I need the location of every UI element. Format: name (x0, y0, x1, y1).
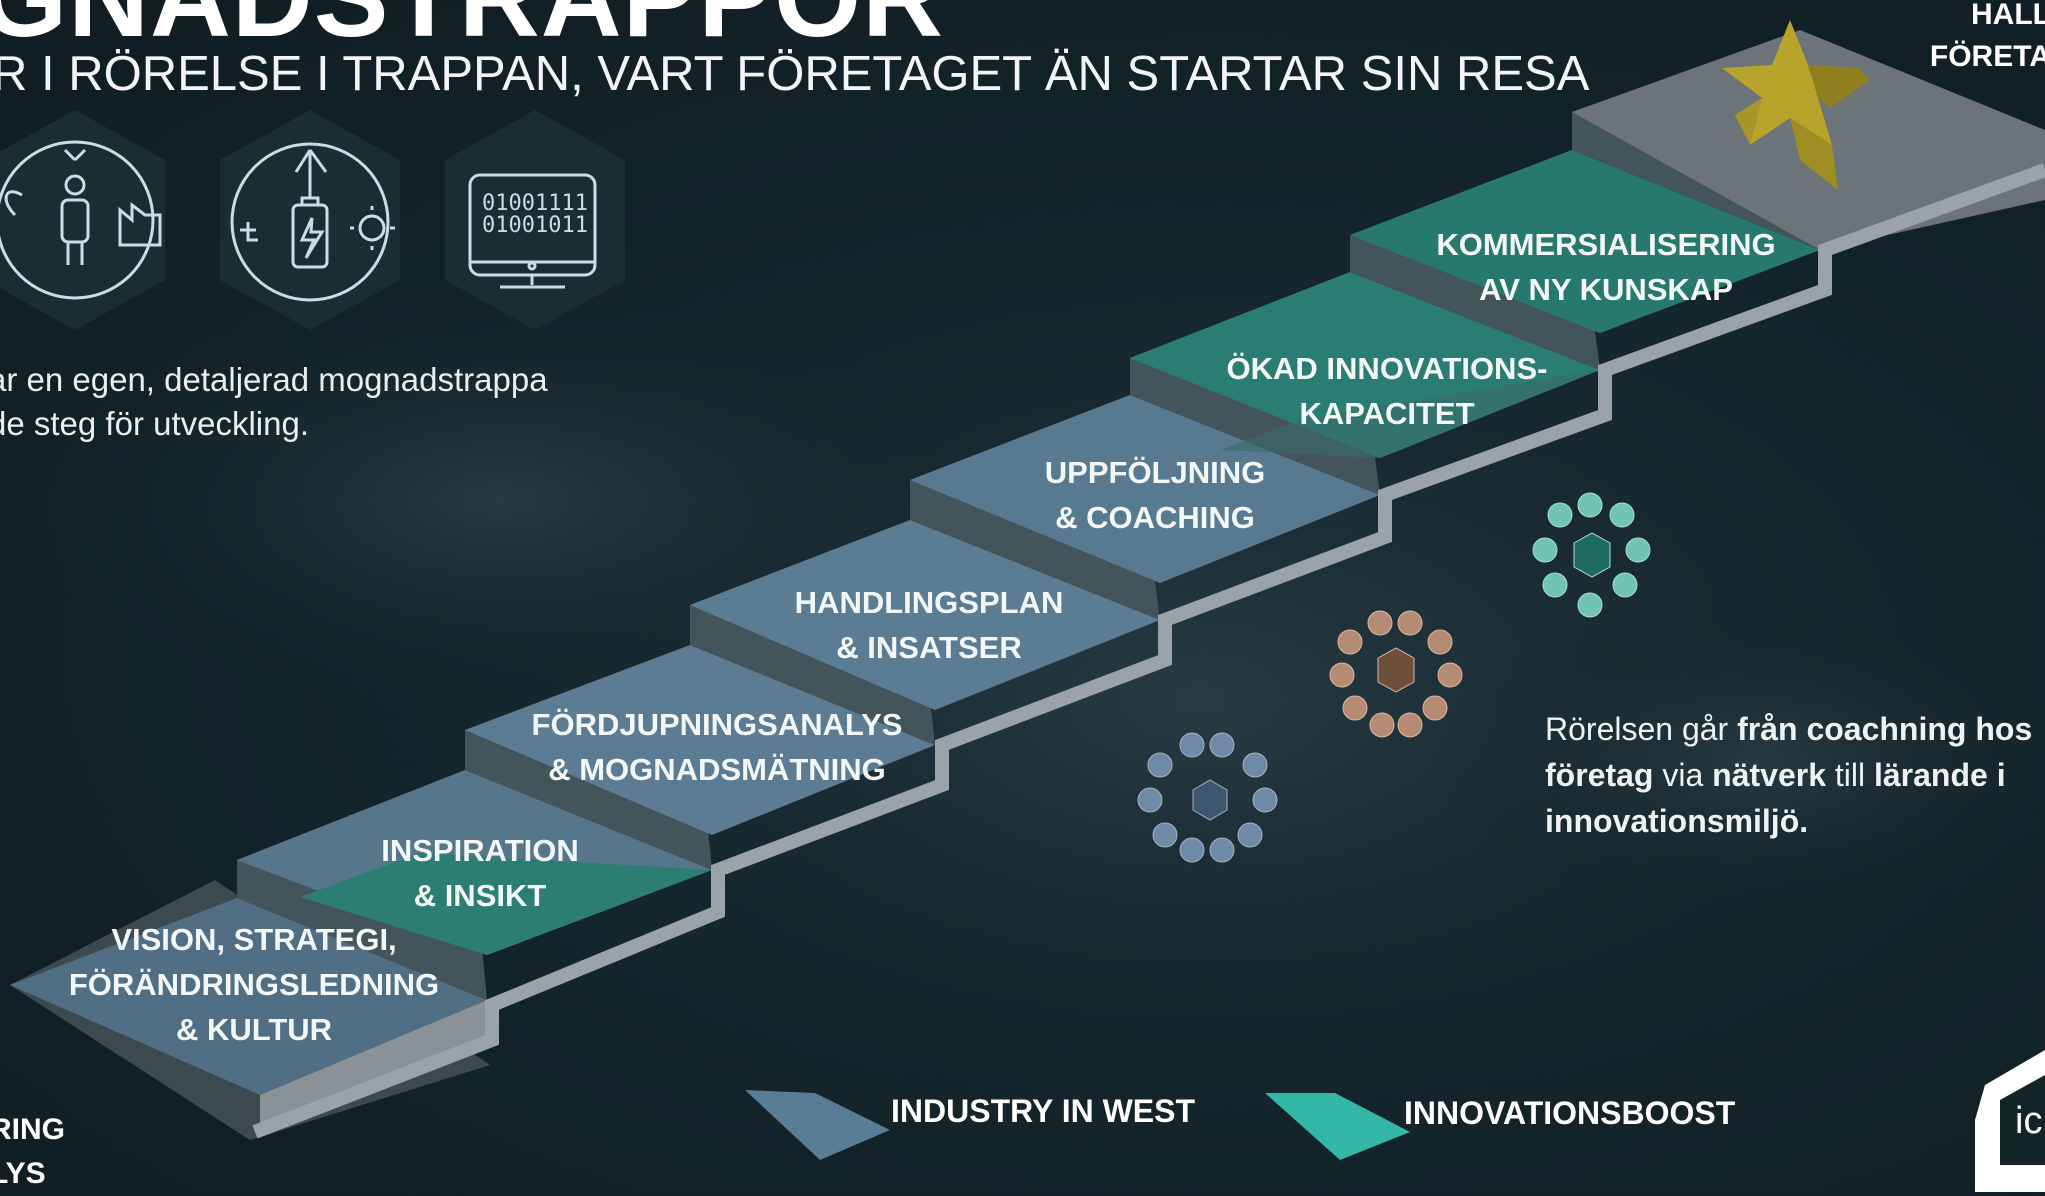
network-cluster-teal (1532, 492, 1651, 618)
step-label-vision: VISION, STRATEGI, FÖRÄNDRINGSLEDNING & K… (68, 922, 440, 1047)
logo-text: ic (2015, 1100, 2043, 1142)
icon-hex-1 (0, 110, 165, 330)
legend-swatch-industry (745, 1090, 890, 1160)
step-label-inspiration: INSPIRATION & INSIKT (381, 833, 579, 913)
binary-computer-icon (468, 173, 597, 289)
binary-text: 01001111 01001011 (482, 191, 588, 238)
star-icon (1722, 20, 1870, 190)
legend-industry-in-west: INDUSTRY IN WEST (891, 1093, 1196, 1129)
step-label-innovationskapacitet: ÖKAD INNOVATIONS- KAPACITET (1226, 351, 1548, 431)
legend-innovationsboost: INNOVATIONSBOOST (1404, 1095, 1736, 1131)
step-label-uppfoljning: UPPFÖLJNING & COACHING (1044, 455, 1266, 535)
network-cluster-brown (1329, 610, 1463, 738)
logo-icon (1975, 1050, 2045, 1192)
movement-description: Rörelsen går från coachning hos företag … (1545, 711, 2033, 839)
energy-battery-icon (230, 142, 395, 302)
legend-swatch-innovation (1265, 1093, 1410, 1160)
intro-text: ar en egen, detaljerad mognadstrappa de … (0, 361, 548, 442)
bottom-left-label: RING LYS (0, 1113, 65, 1190)
page-title: GNADSTRAPPOR (0, 0, 944, 54)
top-right-label: HALL FÖRETA (1929, 0, 2045, 73)
page-subtitle: R I RÖRELSE I TRAPPAN, VART FÖRETAGET ÄN… (0, 47, 1590, 101)
person-sustainability-icon (0, 140, 162, 300)
stair-edge-line (252, 163, 2045, 1139)
step-label-kommersialisering: KOMMERSIALISERING AV NY KUNSKAP (1436, 227, 1776, 307)
step-label-fordjupning: FÖRDJUPNINGSANALYS & MOGNADSMÄTNING (531, 707, 903, 787)
network-cluster-blue (1137, 732, 1278, 863)
step-label-handlingsplan: HANDLINGSPLAN & INSATSER (794, 585, 1064, 665)
